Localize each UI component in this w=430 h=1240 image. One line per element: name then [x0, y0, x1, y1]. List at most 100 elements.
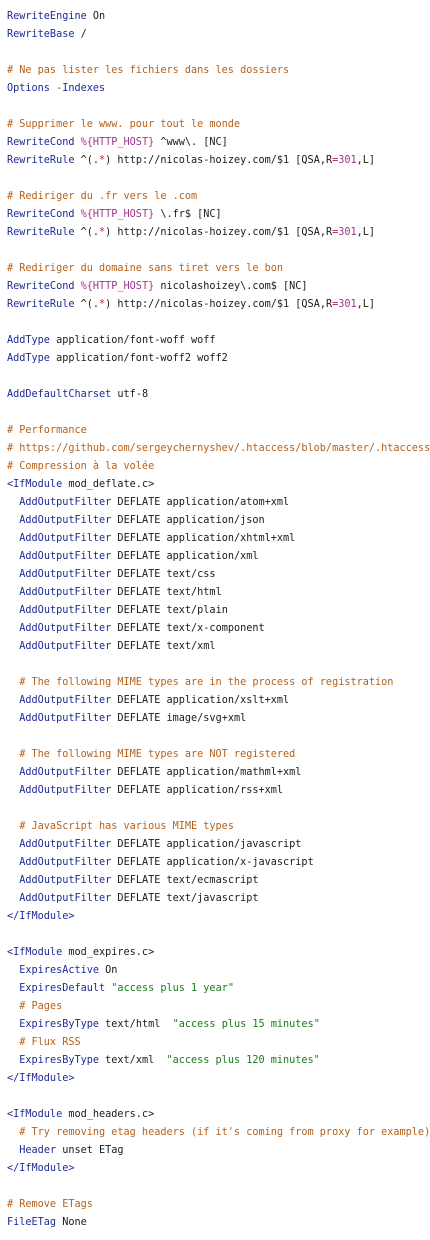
code-line: # Remove ETags: [7, 1196, 430, 1214]
code-token: AddOutputFilter: [19, 785, 112, 796]
code-token: %{HTTP_HOST}: [80, 281, 155, 292]
code-line: # Compression à la volée: [7, 458, 430, 476]
code-line: RewriteBase /: [7, 26, 430, 44]
code-line: ExpiresByType text/html "access plus 15 …: [7, 1016, 430, 1034]
code-line: # https://github.com/sergeychernyshev/.h…: [7, 440, 430, 458]
code-token: [7, 551, 19, 562]
code-token: DEFLATE text/x-component: [111, 623, 265, 634]
code-token: ^(.: [74, 155, 100, 166]
blank-line: ​: [7, 314, 430, 332]
code-line: AddOutputFilter DEFLATE text/javascript: [7, 890, 430, 908]
code-line: RewriteCond %{HTTP_HOST} ^www\. [NC]: [7, 134, 430, 152]
code-token: /: [74, 29, 87, 40]
code-token: ^(.: [74, 227, 100, 238]
code-line: </IfModule>: [7, 1160, 430, 1178]
code-token: DEFLATE application/mathml+xml: [111, 767, 302, 778]
code-line: # Try removing etag headers (if it's com…: [7, 1124, 430, 1142]
code-token: None: [56, 1217, 87, 1228]
code-token: On: [99, 965, 118, 976]
code-token: mod_headers.c>: [62, 1109, 155, 1120]
code-token: # Ne pas lister les fichiers dans les do…: [7, 65, 290, 76]
blank-line: ​: [7, 1178, 430, 1196]
code-token: AddOutputFilter: [19, 497, 112, 508]
code-token: \.fr$ [NC]: [154, 209, 222, 220]
code-token: nicolashoizey\.com$ [NC]: [154, 281, 308, 292]
code-token: DEFLATE application/xml: [111, 551, 259, 562]
code-token: # Pages: [7, 1001, 63, 1012]
code-token: *: [99, 155, 106, 166]
code-token: utf-8: [111, 389, 149, 400]
code-token: ) http://nicolas-hoizey.com/$1 [QSA,R: [105, 299, 333, 310]
code-token: ) http://nicolas-hoizey.com/$1 [QSA,R: [105, 227, 333, 238]
code-token: DEFLATE text/xml: [111, 641, 216, 652]
code-token: =: [332, 299, 339, 310]
code-token: DEFLATE text/ecmascript: [111, 875, 259, 886]
code-line: Header unset ETag: [7, 1142, 430, 1160]
blank-line: ​: [7, 656, 430, 674]
code-line: AddType application/font-woff2 woff2: [7, 350, 430, 368]
code-token: *: [99, 299, 106, 310]
code-line: AddOutputFilter DEFLATE application/json: [7, 512, 430, 530]
code-token: ExpiresByType: [19, 1055, 100, 1066]
blank-line: ​: [7, 170, 430, 188]
code-token: =: [332, 227, 339, 238]
code-token: AddOutputFilter: [19, 605, 112, 616]
code-token: RewriteCond: [7, 137, 75, 148]
code-token: Options: [7, 83, 50, 94]
code-token: AddOutputFilter: [19, 533, 112, 544]
code-token: # The following MIME types are in the pr…: [7, 677, 394, 688]
code-line: # Flux RSS: [7, 1034, 430, 1052]
code-token: [7, 1145, 19, 1156]
code-line: RewriteRule ^(.*) http://nicolas-hoizey.…: [7, 224, 430, 242]
code-token: %{HTTP_HOST}: [80, 209, 155, 220]
code-token: AddDefaultCharset: [7, 389, 112, 400]
code-token: [7, 695, 19, 706]
code-line: ExpiresActive On: [7, 962, 430, 980]
code-token: DEFLATE image/svg+xml: [111, 713, 247, 724]
code-token: DEFLATE text/plain: [111, 605, 228, 616]
code-token: ExpiresByType: [19, 1019, 100, 1030]
code-token: [7, 839, 19, 850]
code-token: RewriteEngine: [7, 11, 87, 22]
code-token: DEFLATE application/x-javascript: [111, 857, 314, 868]
blank-line: ​: [7, 368, 430, 386]
code-line: RewriteCond %{HTTP_HOST} \.fr$ [NC]: [7, 206, 430, 224]
code-token: # The following MIME types are NOT regis…: [7, 749, 296, 760]
code-token: AddOutputFilter: [19, 587, 112, 598]
code-token: AddOutputFilter: [19, 551, 112, 562]
code-token: # https://github.com/sergeychernyshev/.h…: [7, 443, 430, 454]
code-token: # Compression à la volée: [7, 461, 155, 472]
code-token: 301: [338, 227, 357, 238]
code-token: AddOutputFilter: [19, 695, 112, 706]
code-token: "access plus 15 minutes": [172, 1019, 320, 1030]
code-token: AddOutputFilter: [19, 767, 112, 778]
code-line: AddOutputFilter DEFLATE application/xhtm…: [7, 530, 430, 548]
code-token: DEFLATE text/javascript: [111, 893, 259, 904]
code-token: [7, 965, 19, 976]
code-line: AddOutputFilter DEFLATE text/html: [7, 584, 430, 602]
code-token: [7, 587, 19, 598]
blank-line: ​: [7, 1088, 430, 1106]
code-token: ^(.: [74, 299, 100, 310]
code-token: # JavaScript has various MIME types: [7, 821, 234, 832]
code-token: AddOutputFilter: [19, 857, 112, 868]
blank-line: ​: [7, 926, 430, 944]
code-token: <IfModule: [7, 479, 63, 490]
code-token: # Remove ETags: [7, 1199, 93, 1210]
code-line: ExpiresDefault "access plus 1 year": [7, 980, 430, 998]
code-token: RewriteCond: [7, 209, 75, 220]
code-line: </IfModule>: [7, 1070, 430, 1088]
code-line: AddOutputFilter DEFLATE text/x-component: [7, 620, 430, 638]
code-line: AddOutputFilter DEFLATE application/rss+…: [7, 782, 430, 800]
code-token: <IfModule: [7, 1109, 63, 1120]
code-token: [7, 515, 19, 526]
code-token: ) http://nicolas-hoizey.com/$1 [QSA,R: [105, 155, 333, 166]
code-line: # Ne pas lister les fichiers dans les do…: [7, 62, 430, 80]
code-token: On: [86, 11, 106, 22]
code-token: [7, 767, 19, 778]
code-token: [7, 875, 19, 886]
code-line: AddType application/font-woff woff: [7, 332, 430, 350]
code-token: DEFLATE application/json: [111, 515, 265, 526]
code-token: =: [332, 155, 339, 166]
code-token: [7, 785, 19, 796]
